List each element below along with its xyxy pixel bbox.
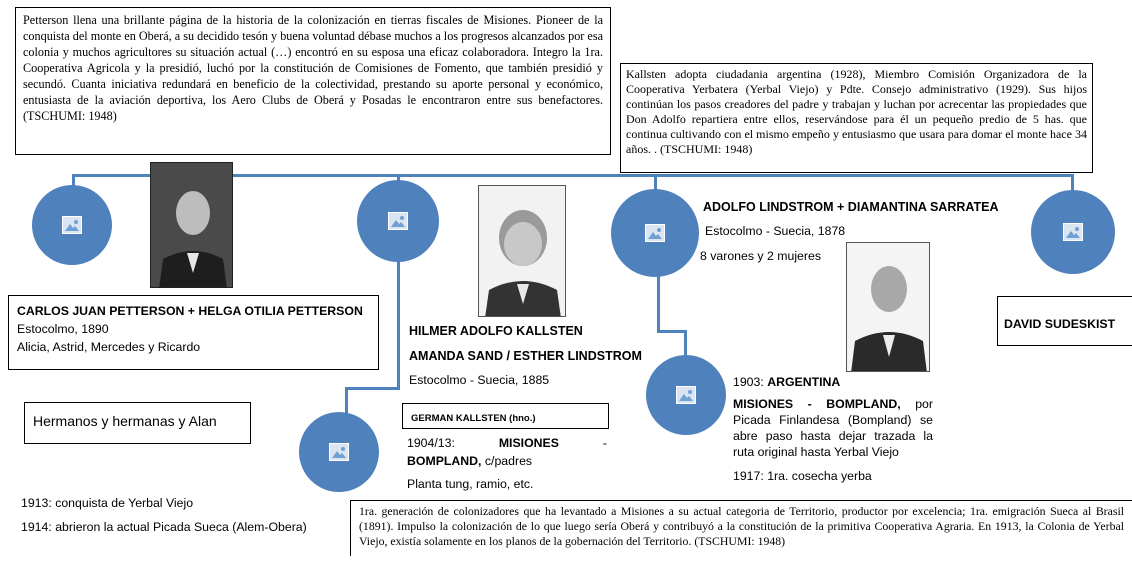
connector-kallsten-h	[345, 387, 400, 390]
kallsten-name-1: HILMER ADOLFO KALLSTEN	[409, 324, 583, 338]
german-info: 1904/13: MISIONES - BOMPLAND, c/padres P…	[407, 434, 607, 493]
connector-top-v-1	[72, 174, 75, 194]
siblings-label: Hermanos y hermanas y Alan	[33, 413, 217, 429]
node-petterson[interactable]	[32, 185, 112, 265]
petterson-children: Alicia, Astrid, Mercedes y Ricardo	[17, 340, 201, 354]
german-year: 1904/13:	[407, 436, 455, 450]
node-sudeskist[interactable]	[1031, 190, 1115, 274]
kallsten-quote-text: Kallsten adopta ciudadania argentina (19…	[626, 67, 1087, 156]
german-dash: -	[602, 436, 607, 450]
portrait-kallsten	[478, 185, 566, 317]
argentina-country: ARGENTINA	[767, 375, 841, 389]
german-crops: Planta tung, ramio, etc.	[407, 477, 534, 491]
connector-top-v-4	[1071, 174, 1074, 194]
argentina-line-1: 1903: ARGENTINA	[733, 374, 933, 390]
picture-placeholder-icon	[62, 216, 82, 234]
argentina-text-block: MISIONES - BOMPLAND, por Picada Finlande…	[733, 396, 933, 460]
german-line-1: 1904/13: MISIONES -	[407, 434, 607, 452]
argentina-place: MISIONES - BOMPLAND,	[733, 397, 901, 411]
argentina-info: 1903: ARGENTINA MISIONES - BOMPLAND, por…	[733, 374, 933, 484]
picture-placeholder-icon	[645, 224, 665, 242]
petterson-name: CARLOS JUAN PETTERSON + HELGA OTILIA PET…	[17, 304, 363, 318]
connector-german-v	[345, 387, 348, 417]
node-german[interactable]	[299, 412, 379, 492]
node-lindstrom[interactable]	[611, 189, 699, 277]
timeline-line-1: 1913: conquista de Yerbal Viejo	[21, 496, 194, 510]
argentina-text: por Picada Finlandesa (Bompland) se abre…	[733, 397, 933, 459]
german-place-b: BOMPLAND,	[407, 454, 482, 468]
picture-placeholder-icon	[388, 212, 408, 230]
petterson-info-box: CARLOS JUAN PETTERSON + HELGA OTILIA PET…	[8, 295, 379, 370]
connector-kallsten-v	[397, 255, 400, 390]
petterson-quote-text: Petterson llena una brillante página de …	[23, 13, 603, 123]
picture-placeholder-icon	[1063, 223, 1083, 241]
generation-quote-box: 1ra. generación de colonizadores que ha …	[350, 500, 1132, 556]
argentina-harvest: 1917: 1ra. cosecha yerba	[733, 469, 872, 483]
kallsten-origin: Estocolmo - Suecia, 1885	[409, 373, 550, 387]
argentina-year: 1903:	[733, 375, 764, 389]
node-kallsten[interactable]	[357, 180, 439, 262]
lindstrom-origin: Estocolmo - Suecia, 1878	[705, 224, 846, 238]
portrait-petterson	[150, 162, 233, 288]
picture-placeholder-icon	[329, 443, 349, 461]
generation-quote-text: 1ra. generación de colonizadores que ha …	[359, 504, 1124, 548]
picture-placeholder-icon	[676, 386, 696, 404]
portrait-lindstrom	[846, 242, 930, 372]
kallsten-quote-box: Kallsten adopta ciudadania argentina (19…	[620, 63, 1093, 173]
petterson-quote-box: Petterson llena una brillante página de …	[15, 7, 611, 155]
german-title-box: GERMAN KALLSTEN (hno.)	[402, 403, 609, 429]
connector-lindstrom-v	[657, 270, 660, 330]
siblings-box: Hermanos y hermanas y Alan	[24, 402, 251, 444]
connector-argentina-v	[684, 330, 687, 355]
kallsten-name-2: AMANDA SAND / ESTHER LINDSTROM	[409, 349, 642, 363]
lindstrom-name: ADOLFO LINDSTROM + DIAMANTINA SARRATEA	[703, 200, 999, 214]
petterson-origin: Estocolmo, 1890	[17, 322, 109, 336]
german-line-2: BOMPLAND, c/padres	[407, 452, 607, 470]
sudeskist-name: DAVID SUDESKIST	[1004, 317, 1116, 331]
node-argentina[interactable]	[646, 355, 726, 435]
sudeskist-box: DAVID SUDESKIST	[997, 296, 1132, 346]
german-title: GERMAN KALLSTEN (hno.)	[411, 413, 536, 424]
connector-top-v-3	[654, 174, 657, 194]
lindstrom-children: 8 varones y 2 mujeres	[700, 249, 821, 263]
german-rest: c/padres	[484, 454, 533, 468]
connector-top-h	[72, 174, 1074, 177]
german-place-a: MISIONES	[498, 436, 559, 450]
timeline-line-2: 1914: abrieron la actual Picada Sueca (A…	[21, 520, 307, 534]
connector-lindstrom-h	[657, 330, 687, 333]
